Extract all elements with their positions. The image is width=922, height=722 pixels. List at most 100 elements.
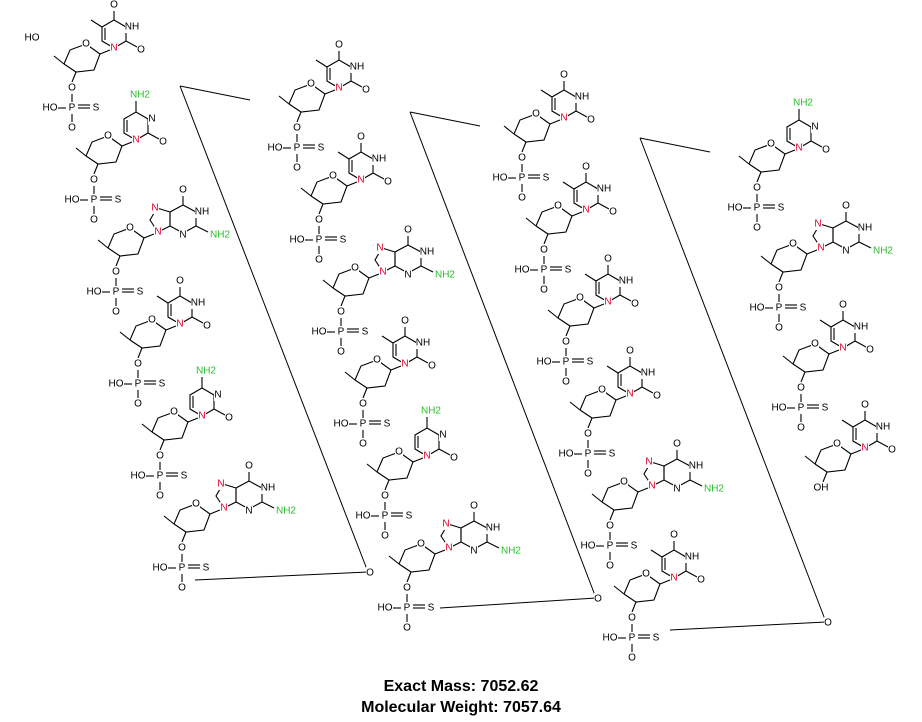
label-backing <box>888 444 896 456</box>
ring-oxygen: O <box>576 293 584 304</box>
label-backing <box>619 275 633 287</box>
glycosidic-bond <box>434 549 446 555</box>
nitrogen-label: N <box>198 411 205 422</box>
label-backing <box>793 97 813 109</box>
amine-bond <box>858 241 872 249</box>
nitrogen-label: N <box>220 503 227 514</box>
amine-bond <box>486 541 500 549</box>
label-backing <box>151 202 159 214</box>
oxygen-label: O <box>670 530 678 541</box>
oxygen-label: O <box>866 345 874 356</box>
label-backing <box>609 206 617 218</box>
phosphorus-label: P <box>629 633 636 644</box>
label-backing <box>176 275 184 287</box>
label-backing <box>560 112 568 124</box>
c3-bond <box>565 325 571 337</box>
label-backing <box>775 302 783 314</box>
label-backing <box>87 286 101 298</box>
imidazole-ring <box>149 207 171 233</box>
label-backing <box>594 593 602 605</box>
label-backing <box>554 200 562 212</box>
label-backing <box>312 326 326 338</box>
oxygen-label: O <box>335 40 343 51</box>
c5-bond <box>300 187 312 197</box>
oxygen-label: O <box>470 501 478 512</box>
nitrogen-label: N <box>670 573 677 584</box>
hydroxyl-5prime-label: HO <box>25 33 40 44</box>
imide-label: NH <box>685 552 699 563</box>
label-backing <box>366 567 374 579</box>
imide-label: NH <box>876 422 890 433</box>
label-backing <box>359 418 367 430</box>
label-backing <box>337 346 345 358</box>
label-backing <box>631 298 639 310</box>
label-backing <box>245 460 253 472</box>
phosphorus-label: P <box>563 357 570 368</box>
sulfur-label: S <box>609 449 616 460</box>
sulfur-label: S <box>653 633 660 644</box>
c5-bond <box>613 585 625 595</box>
methyl-bond <box>606 365 619 374</box>
sulfur-label: S <box>159 379 166 390</box>
oxygen-label: O <box>315 215 323 226</box>
label-backing <box>626 388 634 400</box>
sulfur-label: S <box>137 287 144 298</box>
imide-label: NH <box>575 92 589 103</box>
c3-bond <box>406 571 412 583</box>
c5-bond <box>344 371 356 381</box>
label-backing <box>486 522 500 534</box>
label-backing <box>403 582 411 594</box>
oxygen-label: O <box>609 207 617 218</box>
label-backing <box>339 234 347 246</box>
label-backing <box>125 21 139 33</box>
ring-oxygen: O <box>307 79 315 90</box>
oxygen-label: O <box>604 254 612 265</box>
hydroxyl-label: HO <box>43 103 58 114</box>
methyl-bond <box>337 151 350 160</box>
label-backing <box>220 502 228 514</box>
glycosidic-bond <box>99 49 111 55</box>
label-backing <box>442 518 450 530</box>
label-backing <box>420 246 434 258</box>
nitrogen-label: N <box>179 230 186 241</box>
hydroxyl-label: HO <box>728 203 743 214</box>
label-backing <box>797 422 805 434</box>
amine-bond <box>689 479 703 487</box>
label-backing <box>356 510 370 522</box>
label-backing <box>225 412 233 424</box>
oxygen-label: O <box>540 245 548 256</box>
label-backing <box>584 468 592 480</box>
nitrogen-label: N <box>404 270 411 281</box>
c3-bond <box>137 347 143 359</box>
label-backing <box>191 297 205 309</box>
c3-bond <box>340 295 346 307</box>
label-backing <box>470 500 478 512</box>
amine-label: NH2 <box>793 98 813 109</box>
label-backing <box>136 286 144 298</box>
amine-bond <box>261 501 275 509</box>
nitrogen-label: N <box>811 122 818 133</box>
ring-oxygen: O <box>554 201 562 212</box>
nitrogen-label: N <box>132 135 139 146</box>
chain-connector <box>669 621 827 631</box>
glycosidic-bond <box>637 487 649 493</box>
label-backing <box>381 530 389 542</box>
label-backing <box>608 448 616 460</box>
c5-bond <box>75 147 87 157</box>
label-backing <box>376 242 384 254</box>
methyl-bond <box>540 89 553 98</box>
imidazole-ring <box>440 523 462 549</box>
c3-bond <box>296 111 302 123</box>
c5-bond <box>119 331 131 341</box>
oxygen-label: O <box>628 613 636 624</box>
methyl-bond <box>819 319 832 328</box>
oxygen-label: O <box>401 316 409 327</box>
amine-label: NH2 <box>421 406 441 417</box>
ring-oxygen: O <box>351 263 359 274</box>
glycosidic-bond <box>659 579 671 585</box>
glycosidic-bond <box>143 233 155 239</box>
label-backing <box>861 442 869 454</box>
nitrogen-label: N <box>560 113 567 124</box>
phosphorus-label: P <box>607 541 614 552</box>
chain-connector <box>409 111 597 599</box>
